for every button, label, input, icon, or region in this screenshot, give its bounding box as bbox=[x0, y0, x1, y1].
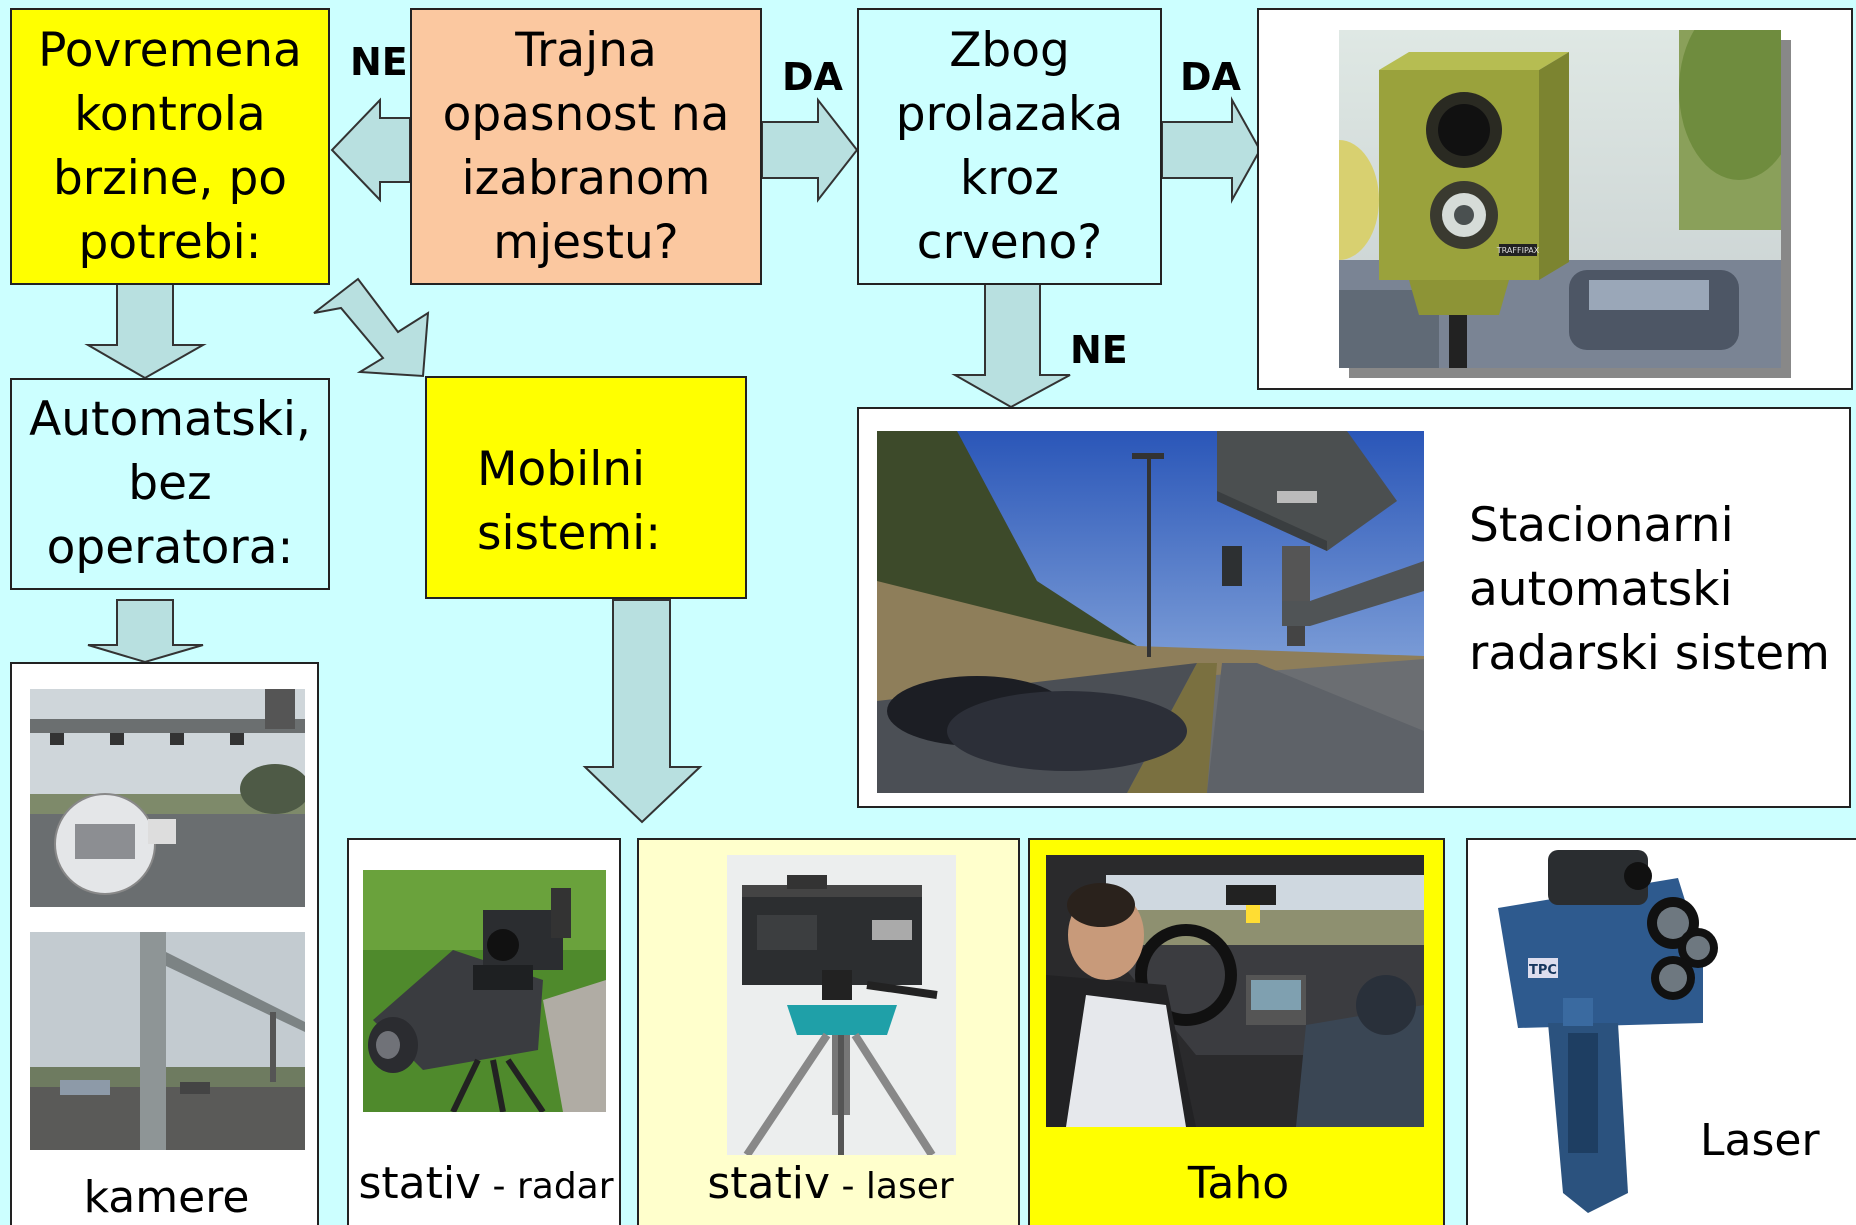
automatic-line-2: bez bbox=[128, 456, 212, 511]
arrow-diagonal-mobile bbox=[313, 277, 430, 378]
redlight-line-1: Zbog bbox=[949, 22, 1070, 78]
tripod-radar-photo bbox=[363, 870, 606, 1112]
tripod-radar-caption: stativ - radar bbox=[349, 1158, 623, 1209]
danger-line-1: Trajna bbox=[515, 22, 657, 78]
tripod-laser-main: stativ bbox=[707, 1158, 830, 1209]
gantry-camera-photo-1 bbox=[30, 689, 305, 907]
laser-gun-photo: TPC bbox=[1478, 848, 1728, 1218]
danger-line-4: mjestu? bbox=[493, 214, 679, 270]
laser-caption: Laser bbox=[1700, 1115, 1820, 1166]
tripod-laser-sub: - laser bbox=[830, 1166, 954, 1207]
red-light-box: Zbog prolazaka kroz crveno? bbox=[857, 8, 1162, 285]
traffipax-panel: TRAFFIPAX bbox=[1257, 8, 1853, 390]
redlight-line-2: prolazaka bbox=[895, 86, 1124, 142]
arrow-right-da-2 bbox=[1161, 96, 1262, 204]
periodic-line-3: brzine, po bbox=[52, 150, 288, 206]
automatic-box: Automatski, bez operatora: bbox=[10, 378, 330, 590]
arrow-left-ne bbox=[330, 97, 411, 203]
label-ne-down: NE bbox=[1070, 328, 1128, 372]
stationary-line-3: radarski sistem bbox=[1469, 626, 1830, 681]
stationary-line-2: automatski bbox=[1469, 562, 1733, 617]
cameras-caption: kamere bbox=[83, 1172, 250, 1223]
tripod-radar-panel: stativ - radar bbox=[347, 838, 621, 1225]
gun-brand-text: TPC bbox=[1529, 963, 1557, 978]
label-ne-left: NE bbox=[350, 40, 408, 84]
periodic-control-box: Povremena kontrola brzine, po potrebi: bbox=[10, 8, 330, 285]
automatic-line-3: operatora: bbox=[46, 520, 294, 575]
arrow-right-da bbox=[761, 97, 859, 203]
permanent-danger-box: Trajna opasnost na izabranom mjestu? bbox=[410, 8, 762, 285]
traffipax-brand-text: TRAFFIPAX bbox=[1496, 246, 1540, 255]
arrow-down-mobile bbox=[582, 599, 703, 824]
stationary-radar-panel: Stacionarni automatski radarski sistem bbox=[857, 407, 1851, 808]
arrow-down-periodic bbox=[84, 281, 207, 380]
danger-line-3: izabranom bbox=[461, 150, 711, 206]
automatic-line-1: Automatski, bbox=[29, 392, 311, 447]
tripod-laser-caption: stativ - laser bbox=[639, 1158, 1022, 1209]
redlight-line-4: crveno? bbox=[916, 214, 1103, 270]
arrow-down-ne bbox=[951, 281, 1071, 409]
cameras-panel: kamere bbox=[10, 662, 319, 1225]
danger-line-2: opasnost na bbox=[442, 86, 730, 142]
tripod-radar-sub: - radar bbox=[481, 1166, 614, 1207]
redlight-line-3: kroz bbox=[960, 150, 1059, 206]
periodic-line-1: Povremena bbox=[38, 22, 302, 78]
taho-panel: Taho bbox=[1028, 838, 1445, 1225]
mobile-line-1: Mobilni bbox=[477, 442, 646, 497]
periodic-line-4: potrebi: bbox=[78, 214, 262, 270]
tripod-laser-photo bbox=[727, 855, 956, 1155]
tripod-laser-panel: stativ - laser bbox=[637, 838, 1020, 1225]
gantry-camera-photo-2 bbox=[30, 932, 305, 1150]
stationary-radar-photo bbox=[877, 431, 1424, 793]
mobile-systems-box: Mobilni sistemi: bbox=[425, 376, 747, 599]
label-da-right: DA bbox=[1180, 55, 1241, 99]
traffipax-camera-photo: TRAFFIPAX bbox=[1339, 30, 1781, 368]
laser-gun-panel: TPC Laser bbox=[1466, 838, 1856, 1225]
label-da-middle: DA bbox=[782, 55, 843, 99]
stationary-line-1: Stacionarni bbox=[1469, 498, 1734, 553]
arrow-down-automatic bbox=[87, 599, 204, 664]
periodic-line-2: kontrola bbox=[74, 86, 266, 142]
mobile-line-2: sistemi: bbox=[477, 506, 662, 561]
tripod-radar-main: stativ bbox=[358, 1158, 482, 1209]
taho-caption: Taho bbox=[1187, 1158, 1290, 1209]
taho-car-interior-photo bbox=[1046, 855, 1424, 1127]
